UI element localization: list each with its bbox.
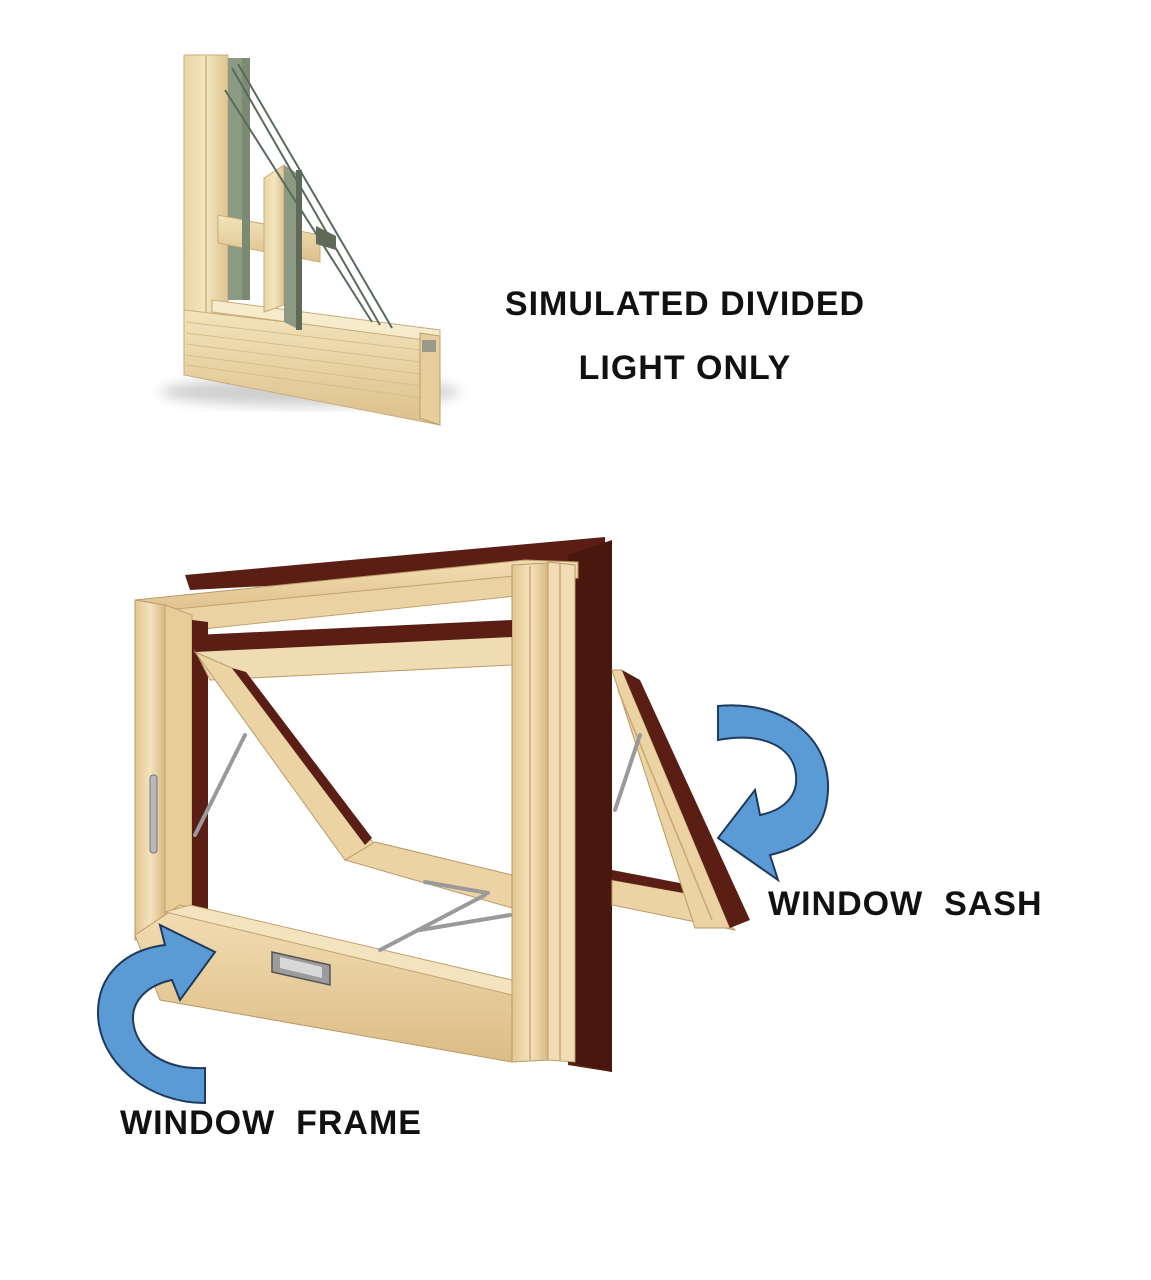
exterior-cladding-side [568, 540, 612, 1072]
sdl-glass-lines [224, 63, 393, 329]
frame-curved-arrow [96, 923, 217, 1105]
simulated-divided-light-label: SIMULATED DIVIDED LIGHT ONLY [480, 272, 890, 400]
sdl-rail-grain [185, 321, 437, 401]
sash-curved-arrow [716, 704, 830, 883]
crank-handle [271, 951, 331, 986]
sdl-rail-end [419, 332, 441, 426]
frame-lock-hardware [149, 774, 158, 854]
sdl-spacer-clip [316, 226, 336, 250]
frame-right-jamb-edge [547, 561, 576, 1063]
sdl-label-line-2: LIGHT ONLY [578, 349, 792, 387]
window-sash-label: WINDOW SASH [768, 885, 1043, 923]
frame-sill-top [163, 904, 513, 996]
frame-left-stop [192, 620, 208, 912]
sdl-rail-end-gasket [422, 340, 436, 352]
window-sash [193, 620, 750, 931]
window-frame-label: WINDOW FRAME [120, 1104, 422, 1142]
sdl-label-line-1: SIMULATED DIVIDED [504, 285, 866, 323]
operator-arms [193, 733, 642, 952]
